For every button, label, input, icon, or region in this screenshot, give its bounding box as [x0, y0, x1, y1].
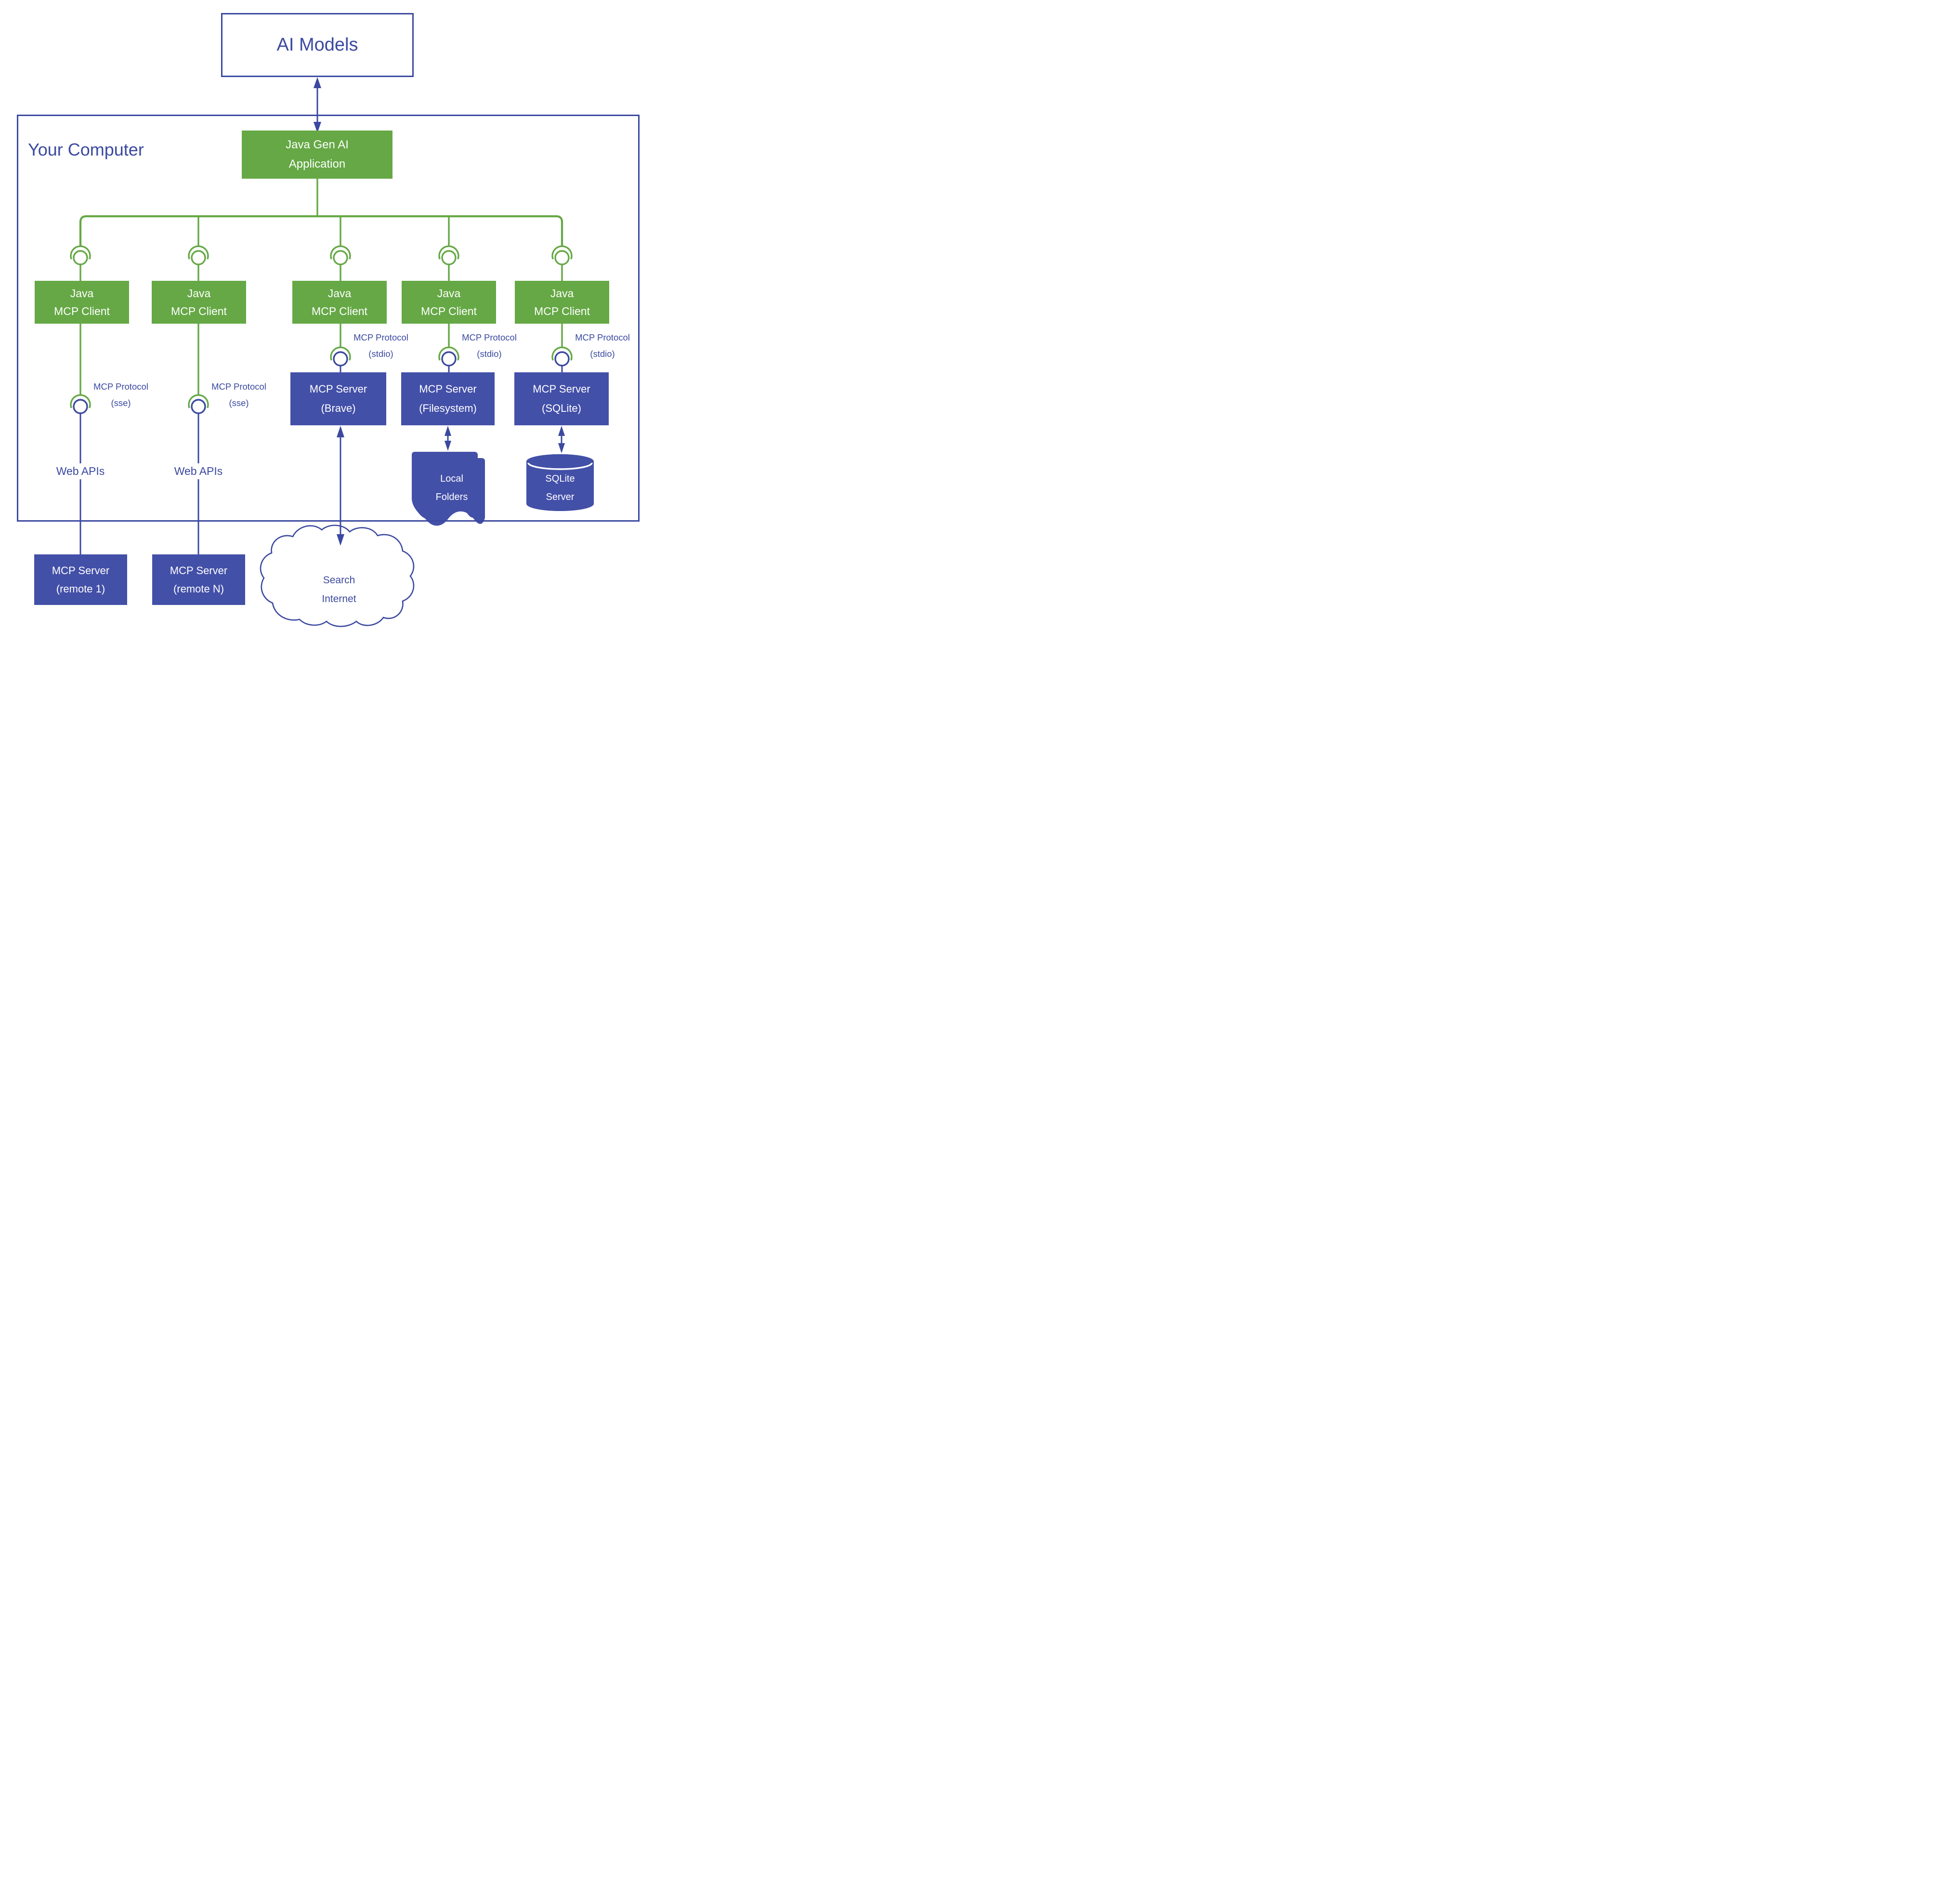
client-3-line2: MCP Client [312, 304, 367, 317]
server-filesystem-line1: MCP Server [419, 382, 477, 395]
server-sqlite-line2: (SQLite) [542, 402, 581, 414]
ai-models-label: AI Models [276, 35, 358, 55]
protocol-label-stdio-3: MCP Protocol (stdio) [349, 329, 413, 362]
your-computer-container [17, 115, 640, 522]
protocol-3-line1: MCP Protocol [353, 332, 408, 342]
search-internet-label: Search Internet [291, 571, 387, 608]
mcp-port-icon [70, 245, 91, 281]
local-folders-line2: Folders [435, 492, 468, 502]
filesystem-folders-arrow [445, 426, 451, 451]
sqlite-db-arrow [558, 426, 565, 453]
ai-models-box: AI Models [221, 13, 414, 77]
app-box-line1: Java Gen AI [286, 138, 349, 152]
client-5-line2: MCP Client [534, 304, 590, 317]
mcp-protocol-connector-icon [438, 323, 459, 373]
connector-layer [70, 77, 594, 627]
server-box-sqlite: MCP Server (SQLite) [514, 372, 609, 425]
client-box-3: Java MCP Client [292, 281, 387, 324]
remote-n-line2: (remote N) [173, 582, 224, 595]
client-2-line1: Java [187, 287, 211, 300]
server-box-brave: MCP Server (Brave) [290, 372, 386, 425]
cloud-line1: Search [323, 575, 355, 586]
cloud-icon [260, 525, 415, 627]
remote-n-line1: MCP Server [170, 564, 228, 577]
sqlite-db-label: SQLite Server [526, 470, 594, 506]
web-apis-label-2: Web APIs [165, 463, 232, 479]
sqlite-db-line2: Server [546, 492, 575, 502]
mcp-protocol-connector-icon [70, 323, 91, 554]
client-4-line1: Java [437, 287, 461, 300]
protocol-label-sse-1: MCP Protocol (sse) [89, 379, 153, 411]
server-brave-line1: MCP Server [309, 382, 367, 395]
your-computer-label: Your Computer [28, 140, 144, 159]
cloud-line2: Internet [322, 593, 356, 604]
protocol-4-line2: (stdio) [477, 349, 502, 359]
mcp-port-icon [551, 245, 573, 281]
local-folders-line1: Local [440, 473, 463, 484]
client-2-line2: MCP Client [171, 304, 227, 317]
protocol-3-line2: (stdio) [368, 349, 393, 359]
server-sqlite-line1: MCP Server [533, 382, 590, 395]
app-box: Java Gen AI Application [242, 131, 392, 179]
protocol-2-line2: (sse) [229, 398, 249, 408]
mcp-protocol-connector-icon [330, 323, 351, 373]
remote-1-line1: MCP Server [52, 564, 110, 577]
app-box-line2: Application [288, 158, 346, 171]
mcp-port-icon [330, 245, 351, 281]
app-client-tree [79, 179, 563, 246]
server-box-remote-n: MCP Server (remote N) [152, 554, 245, 605]
diagram-canvas: AI Models Your Computer Java Gen AI Appl… [0, 0, 650, 635]
protocol-label-sse-2: MCP Protocol (sse) [207, 379, 271, 411]
server-box-remote-1: MCP Server (remote 1) [34, 554, 127, 605]
client-1-line1: Java [70, 287, 94, 300]
client-box-1: Java MCP Client [35, 281, 129, 324]
server-filesystem-line2: (Filesystem) [419, 402, 477, 414]
documents-icon [412, 452, 485, 526]
client-4-line2: MCP Client [421, 304, 477, 317]
mcp-port-icon [438, 245, 459, 281]
protocol-4-line1: MCP Protocol [462, 332, 517, 342]
protocol-1-line2: (sse) [111, 398, 131, 408]
client-3-line1: Java [327, 287, 352, 300]
remote-1-line2: (remote 1) [56, 582, 105, 595]
protocol-5-line1: MCP Protocol [575, 332, 630, 342]
local-folders-label: Local Folders [419, 470, 485, 506]
protocol-5-line2: (stdio) [590, 349, 615, 359]
client-box-5: Java MCP Client [515, 281, 609, 324]
client-box-4: Java MCP Client [402, 281, 496, 324]
database-cylinder-icon [526, 454, 594, 511]
protocol-1-line1: MCP Protocol [93, 381, 148, 392]
server-brave-line2: (Brave) [321, 402, 356, 414]
protocol-2-line1: MCP Protocol [211, 381, 266, 392]
web-apis-label-1: Web APIs [47, 463, 114, 479]
client-1-line2: MCP Client [54, 304, 110, 317]
mcp-protocol-connector-icon [551, 323, 573, 373]
mcp-protocol-connector-icon [188, 323, 209, 554]
sqlite-db-line1: SQLite [545, 473, 575, 484]
protocol-label-stdio-5: MCP Protocol (stdio) [571, 329, 634, 362]
brave-cloud-arrow [337, 426, 344, 546]
protocol-label-stdio-4: MCP Protocol (stdio) [458, 329, 521, 362]
ai-app-arrow [314, 77, 321, 133]
server-box-filesystem: MCP Server (Filesystem) [401, 372, 495, 425]
mcp-port-icon [188, 245, 209, 281]
client-box-2: Java MCP Client [152, 281, 246, 324]
client-5-line1: Java [550, 287, 574, 300]
